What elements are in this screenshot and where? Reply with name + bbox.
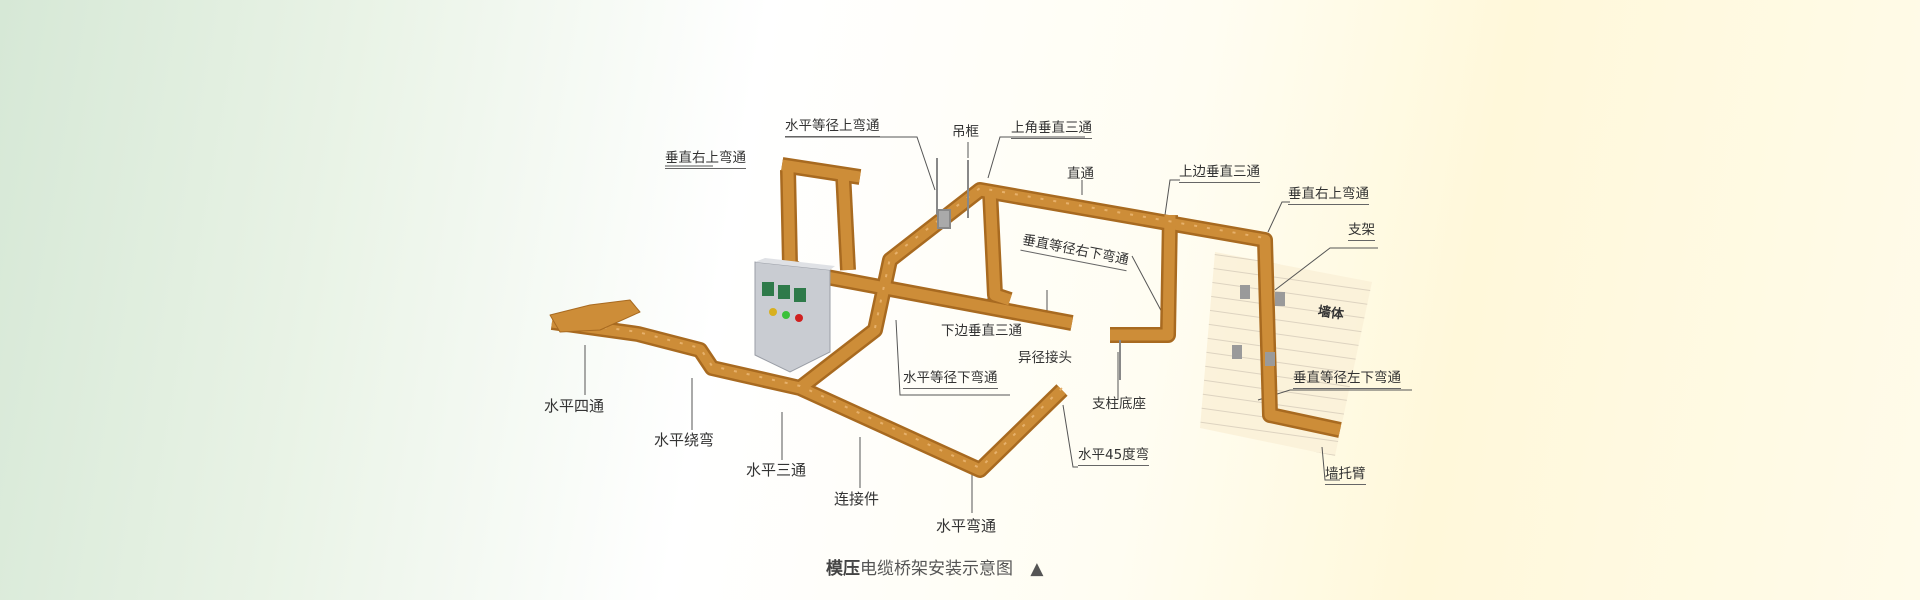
label-horizontal-45-bend: 水平45度弯 bbox=[1078, 447, 1150, 466]
label-vertical-right-up-bend-right: 垂直右上弯通 bbox=[1288, 186, 1369, 205]
label-horizontal-bend: 水平弯通 bbox=[936, 517, 997, 535]
label-bottom-edge-vertical-tee: 下边垂直三通 bbox=[941, 323, 1022, 339]
control-cabinet bbox=[754, 258, 835, 373]
label-wall-bracket-arm: 墙托臂 bbox=[1325, 466, 1366, 485]
caption-text: 电缆桥架安装示意图 bbox=[860, 559, 1013, 579]
triangle-up-icon: ▲ bbox=[1030, 559, 1044, 579]
label-column-base: 支柱底座 bbox=[1092, 396, 1146, 412]
label-straight: 直通 bbox=[1067, 166, 1094, 182]
cable-trays bbox=[549, 157, 1342, 478]
diagram-caption: 模压电缆桥架安装示意图 ▲ bbox=[826, 554, 1043, 579]
label-hanger-frame: 吊框 bbox=[952, 124, 979, 140]
label-vertical-equal-left-down-bend: 垂直等径左下弯通 bbox=[1293, 370, 1401, 389]
label-reducer: 异径接头 bbox=[1018, 350, 1072, 366]
wall bbox=[1200, 252, 1372, 456]
label-bracket: 支架 bbox=[1348, 222, 1375, 241]
label-connector: 连接件 bbox=[834, 490, 880, 508]
label-horizontal-detour-bend: 水平绕弯 bbox=[654, 431, 715, 449]
label-vertical-right-up-bend-left: 垂直右上弯通 bbox=[665, 150, 746, 169]
caption-bold: 模压 bbox=[826, 559, 860, 579]
label-wall: 墙体 bbox=[1316, 304, 1345, 323]
wall-brackets bbox=[1232, 285, 1285, 366]
cross-fitting bbox=[549, 299, 641, 333]
label-top-edge-vertical-tee: 上边垂直三通 bbox=[1179, 164, 1260, 183]
label-top-corner-vertical-tee: 上角垂直三通 bbox=[1011, 120, 1092, 139]
label-horizontal-tee: 水平三通 bbox=[746, 461, 807, 479]
label-horizontal-cross: 水平四通 bbox=[544, 397, 605, 415]
hanger-rods bbox=[936, 158, 1121, 380]
label-horizontal-equal-up-bend: 水平等径上弯通 bbox=[785, 118, 880, 137]
label-horizontal-equal-down-bend: 水平等径下弯通 bbox=[903, 370, 998, 389]
